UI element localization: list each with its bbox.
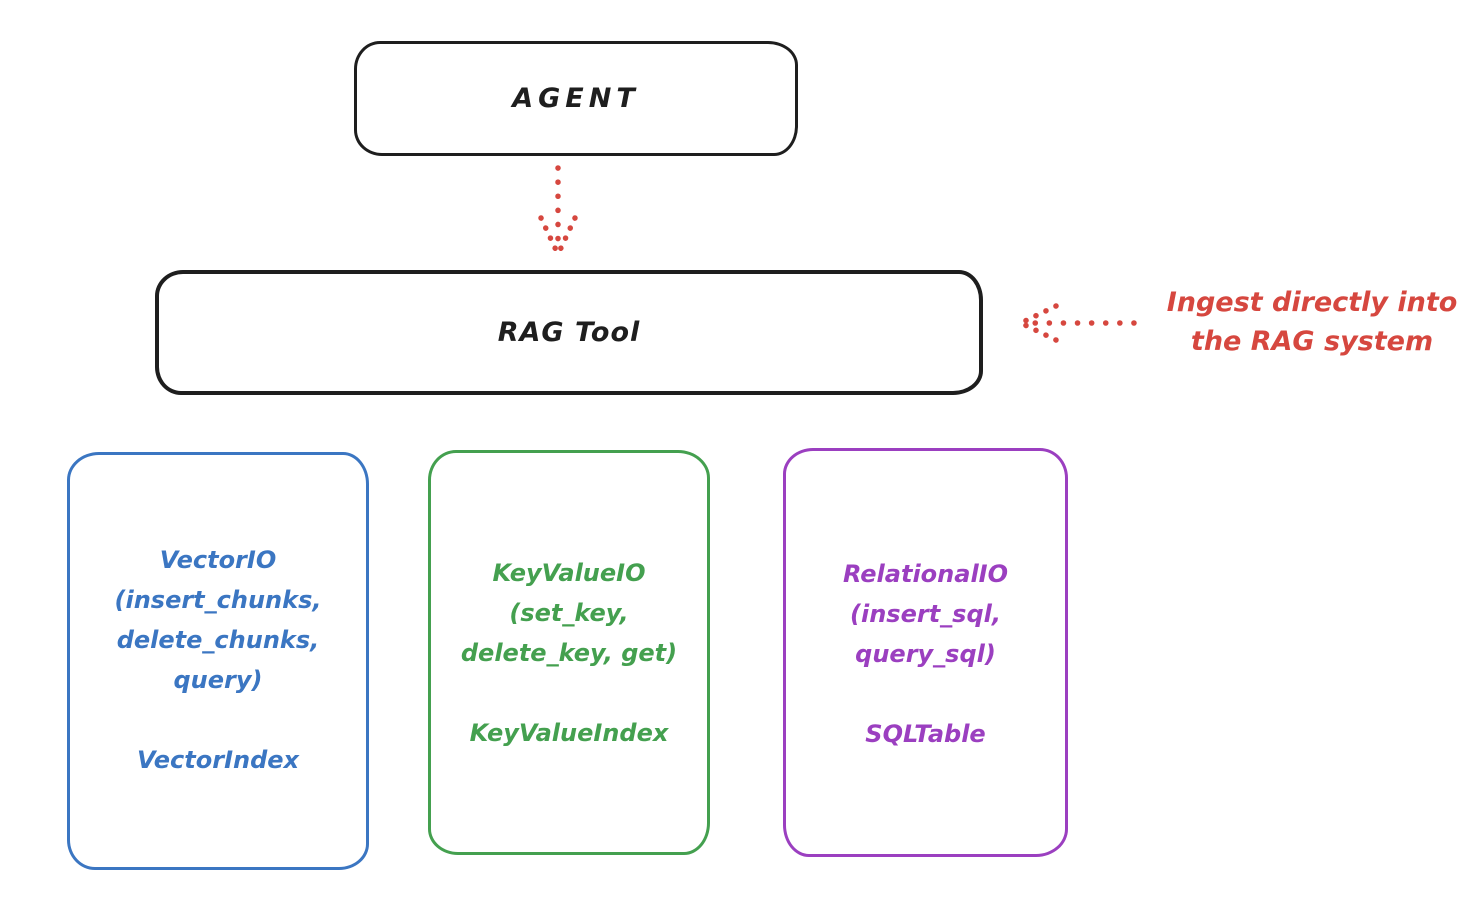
sql-table-label: SQLTable — [865, 720, 986, 748]
vector-io-line: delete_chunks, — [116, 626, 320, 654]
key-value-io-line: delete_key, get) — [460, 639, 678, 667]
relational-io-line: RelationalIO — [842, 560, 1008, 588]
key-value-io-line: (set_key, — [509, 599, 629, 627]
node-agent: AGENT — [354, 41, 798, 156]
ingest-annotation: Ingest directly into the RAG system — [1140, 283, 1484, 361]
vector-io-line: (insert_chunks, — [114, 586, 322, 614]
agent-label: AGENT — [512, 83, 640, 114]
rag-tool-label: RAG Tool — [497, 317, 641, 348]
relational-io-line: (insert_sql, — [850, 600, 1001, 628]
node-vector-io: VectorIO (insert_chunks, delete_chunks, … — [67, 452, 369, 870]
vector-index-label: VectorIndex — [136, 746, 300, 774]
node-relational-io: RelationalIO (insert_sql, query_sql) SQL… — [783, 448, 1068, 857]
key-value-io-line: KeyValueIO — [492, 559, 646, 587]
ingest-arrow-icon — [1022, 303, 1137, 343]
vector-io-line: VectorIO — [159, 546, 277, 574]
vector-io-line: query) — [173, 666, 263, 694]
agent-to-ragtool-arrow-icon — [538, 165, 578, 255]
node-key-value-io: KeyValueIO (set_key, delete_key, get) Ke… — [428, 450, 710, 855]
ingest-annotation-line1: Ingest directly into — [1166, 287, 1458, 318]
node-rag-tool: RAG Tool — [155, 270, 983, 395]
relational-io-line: query_sql) — [855, 640, 996, 668]
ingest-annotation-line2: the RAG system — [1190, 326, 1434, 357]
key-value-index-label: KeyValueIndex — [469, 719, 669, 747]
